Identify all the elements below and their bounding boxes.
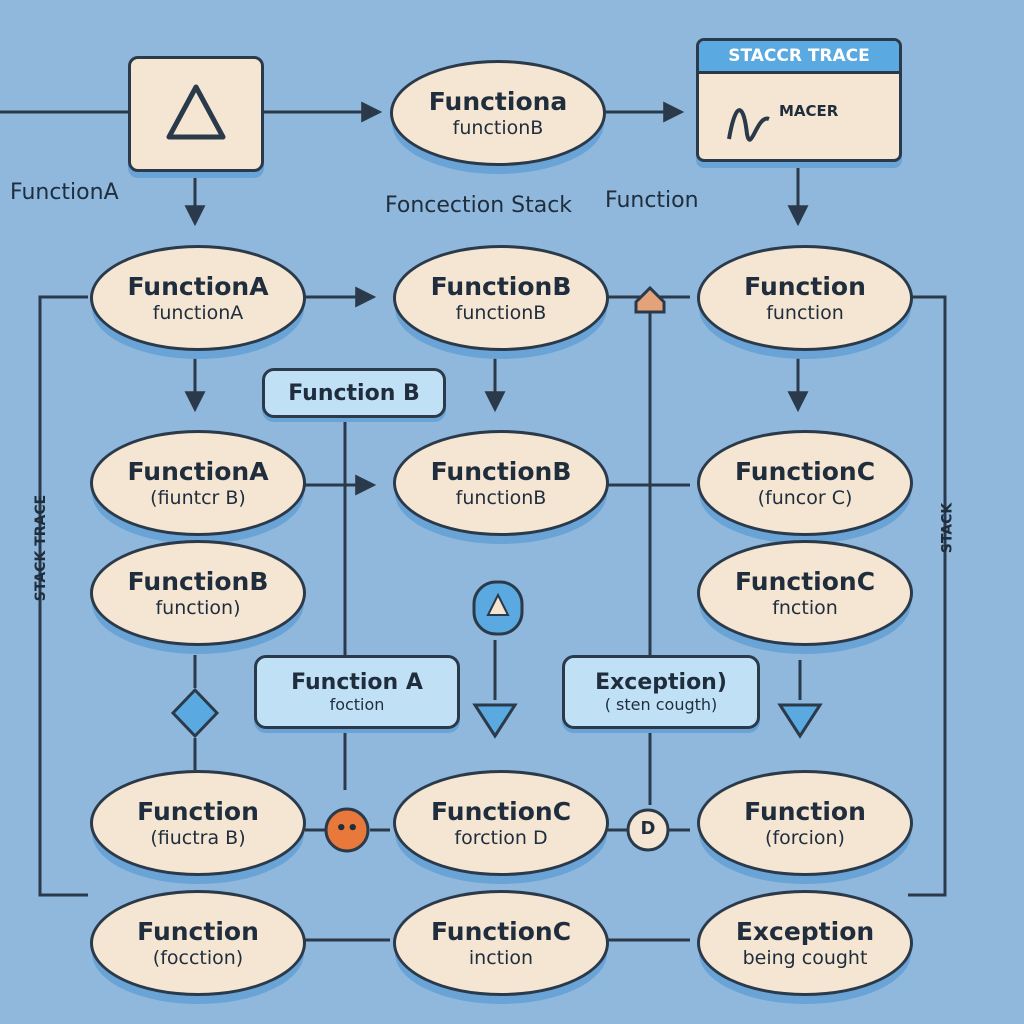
top-center-label: Foncection Stack: [385, 193, 573, 218]
pill-title: Function B: [288, 380, 420, 406]
top-node-title: Functiona: [428, 87, 568, 116]
node-subtitle: (forcion): [765, 827, 845, 849]
orange-dot: [324, 807, 370, 853]
stack-trace-title: STACCR TRACE: [699, 41, 899, 74]
triangle-icon: [166, 84, 226, 140]
triangle-box: [128, 56, 264, 172]
node-title: FunctionB: [430, 272, 572, 301]
pill-title: Function A: [291, 670, 423, 695]
pill-exception: Exception) ( sten cougth): [562, 655, 760, 729]
waveform-icon: [727, 108, 770, 142]
stack-trace-window: STACCR TRACE MACER: [696, 38, 902, 162]
pill-function-b: Function B: [262, 368, 446, 418]
node-subtitle: (focction): [152, 947, 244, 969]
stack-trace-body: MACER: [779, 102, 839, 120]
node-subtitle: being cought: [742, 947, 868, 969]
node-subtitle: forction D: [454, 827, 548, 849]
node-subtitle: (funcor C): [757, 487, 853, 509]
node-subtitle: inction: [468, 947, 534, 969]
node-title: FunctionA: [127, 272, 269, 301]
node-subtitle: functionA: [152, 302, 244, 324]
down-triangle-right: [777, 703, 823, 739]
house-marker: [634, 285, 666, 314]
node-title: FunctionA: [127, 457, 269, 486]
node-title: FunctionB: [127, 567, 269, 596]
node-title: Function: [744, 272, 866, 301]
node-title: FunctionC: [430, 917, 572, 946]
node-subtitle: function): [155, 597, 241, 619]
node-subtitle: (fiuctra B): [150, 827, 246, 849]
side-right-label: STACK: [939, 502, 956, 554]
orange-dot-text: ••: [335, 818, 359, 839]
side-left-label: STACK TRACE: [33, 494, 50, 602]
top-node-subtitle: functionB: [452, 117, 544, 139]
pill-title: Exception): [595, 670, 727, 695]
node-title: FunctionC: [734, 457, 876, 486]
white-dot: [626, 808, 670, 852]
node-title: Function: [137, 797, 259, 826]
blue-diamond: [170, 687, 220, 739]
node-title: Function: [137, 917, 259, 946]
node-title: Function: [744, 797, 866, 826]
top-right-label: Function: [605, 188, 699, 213]
node-subtitle: function: [766, 302, 844, 324]
node-subtitle: fnction: [772, 597, 838, 619]
down-triangle-center: [472, 703, 518, 739]
pill-subtitle: ( sten cougth): [604, 695, 718, 714]
node-subtitle: functionB: [455, 487, 547, 509]
node-title: FunctionC: [734, 567, 876, 596]
node-title: Exception: [735, 917, 875, 946]
node-subtitle: functionB: [455, 302, 547, 324]
node-title: FunctionB: [430, 457, 572, 486]
node-title: FunctionC: [430, 797, 572, 826]
pill-subtitle: foction: [329, 695, 385, 714]
pill-function-a: Function A foction: [254, 655, 460, 729]
node-subtitle: (fiuntcr B): [150, 487, 246, 509]
top-left-label: FunctionA: [10, 180, 119, 205]
white-dot-text: D: [640, 818, 656, 839]
